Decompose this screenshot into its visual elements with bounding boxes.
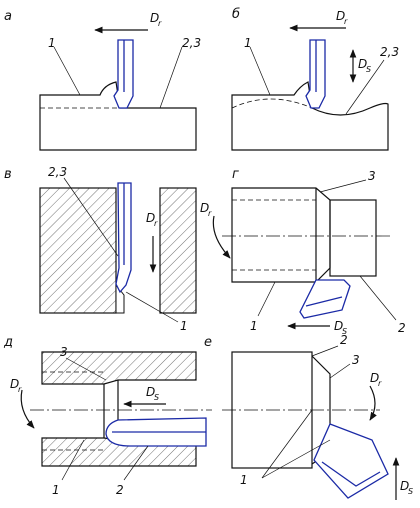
panel-b-letter: б [232, 7, 240, 22]
panel-d-leader-1 [61, 439, 85, 481]
panel-v-leader-1 [125, 291, 179, 323]
panel-v-left-wall [39, 187, 117, 314]
panel-g-label-3: 3 [368, 169, 376, 183]
svg-text:r: r [158, 19, 162, 28]
panel-d-main-arrow [20, 389, 35, 429]
panel-d-label-2: 2 [116, 483, 124, 497]
panel-g: г D r D S 3 1 2 [200, 167, 406, 336]
panel-a-letter: а [4, 9, 12, 24]
panel-e-leader-2 [311, 345, 339, 357]
svg-text:r: r [344, 17, 348, 26]
panel-e-letter: е [204, 335, 212, 350]
panel-g-leader-2 [359, 275, 397, 321]
panel-e-main-arrow [369, 385, 377, 421]
panel-b-leader-23 [345, 59, 385, 115]
panel-v-label-1: 1 [180, 319, 188, 333]
panel-v-leader-23 [63, 177, 119, 257]
panel-b-main-label: D [336, 9, 345, 23]
panel-d-label-3: 3 [60, 345, 68, 359]
panel-v-right-wall [159, 187, 197, 314]
panel-a-label-1: 1 [48, 36, 56, 50]
panel-g-turning-tool [299, 279, 351, 319]
panel-e-leader-1b [261, 439, 331, 479]
panel-b-label-1: 1 [244, 36, 252, 50]
panel-e-leader-3 [329, 363, 351, 379]
panel-g-main-label: D [200, 201, 209, 215]
svg-text:S: S [154, 393, 159, 402]
panel-a-leader-23 [159, 46, 183, 109]
panel-d-leader-2 [123, 445, 149, 481]
panel-d-feed-label: D [146, 385, 155, 399]
panel-v-main-label: D [146, 211, 155, 225]
panel-a: а D r 1 2,3 [4, 9, 201, 151]
panel-g-letter: г [232, 167, 239, 182]
panel-d-label-1: 1 [52, 483, 60, 497]
panel-v-letter: в [4, 167, 12, 182]
panel-v: в D r 2,3 1 [4, 165, 197, 333]
panel-e-label-2: 2 [340, 333, 348, 347]
panel-e-label-1: 1 [240, 473, 248, 487]
svg-text:S: S [408, 487, 413, 496]
panel-d-main-label: D [10, 377, 19, 391]
panel-e-leader-1a [261, 409, 313, 479]
panel-a-workpiece [39, 81, 197, 151]
svg-text:S: S [342, 327, 347, 336]
svg-text:r: r [154, 219, 158, 228]
panel-d: д D S D r 3 1 2 [3, 335, 212, 497]
panel-b-label-23: 2,3 [380, 45, 399, 59]
panel-g-workpiece-small [329, 199, 377, 277]
panel-g-main-arrow [212, 215, 231, 259]
panel-g-label-1: 1 [250, 319, 258, 333]
panel-b-profile-line [231, 98, 313, 109]
panel-e-facing-tool [313, 423, 389, 499]
panel-d-letter: д [3, 335, 13, 350]
panel-b-feed-label: D [358, 57, 367, 71]
svg-text:r: r [208, 209, 212, 218]
panel-v-label-23: 2,3 [48, 165, 67, 179]
panel-b-workpiece [231, 81, 389, 151]
panel-e-feed-label: D [400, 479, 409, 493]
svg-text:r: r [378, 379, 382, 388]
panel-e: е D r D S 2 3 1 [204, 333, 413, 500]
svg-text:S: S [366, 65, 371, 74]
panel-g-leader-1 [257, 281, 276, 317]
panel-d-leader-3 [65, 357, 107, 381]
panel-b: б D r D S 1 2,3 [231, 7, 399, 151]
panel-g-feed-label: D [334, 319, 343, 333]
svg-text:r: r [18, 385, 22, 394]
panel-g-label-2: 2 [398, 321, 406, 335]
panel-b-leader-1 [249, 46, 271, 96]
panel-e-main-label: D [370, 371, 379, 385]
panel-a-leader-1 [53, 46, 81, 96]
panel-a-feed-label: D [150, 11, 159, 25]
panel-a-label-23: 2,3 [182, 36, 201, 50]
panel-e-label-3: 3 [352, 353, 360, 367]
panel-g-workpiece-large [231, 187, 331, 283]
panel-g-leader-3 [319, 179, 367, 193]
